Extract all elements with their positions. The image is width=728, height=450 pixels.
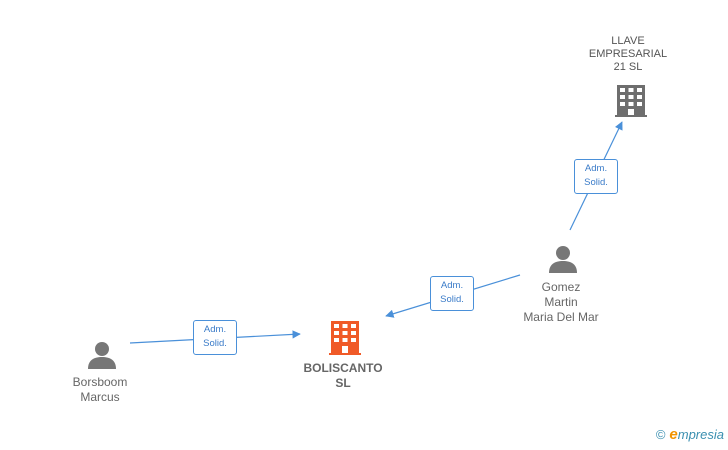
empresia-logo[interactable]: empresia (669, 426, 724, 443)
edge-label: Adm. Solid. (430, 276, 474, 311)
edge-label: Adm. Solid. (193, 320, 237, 355)
building-icon[interactable] (615, 85, 647, 117)
copyright-icon: © (655, 427, 666, 442)
edge-label: Adm. Solid. (574, 159, 618, 194)
node-label-boliscanto[interactable]: BOLISCANTO SL (303, 361, 383, 390)
person-icon[interactable] (88, 342, 116, 369)
node-label-borsboom[interactable]: Borsboom Marcus (72, 375, 128, 404)
person-icon[interactable] (549, 246, 577, 273)
node-label-llave[interactable]: LLAVE EMPRESARIAL 21 SL (588, 35, 668, 73)
building-icon[interactable] (329, 321, 361, 355)
footer-copyright: © empresia (656, 426, 724, 443)
node-label-gomez[interactable]: Gomez Martin Maria Del Mar (523, 280, 599, 324)
